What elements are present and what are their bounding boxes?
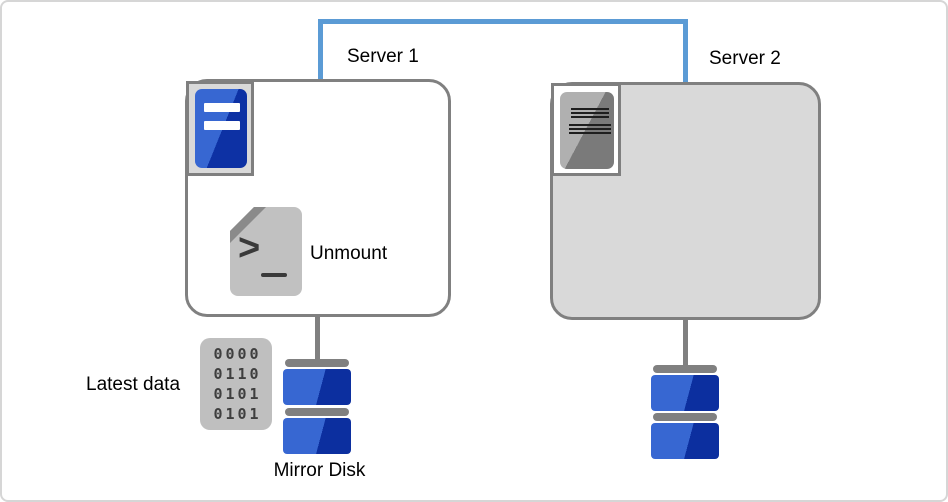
server-link-line-horizontal — [318, 19, 688, 24]
server-vent-icon — [571, 108, 609, 118]
script-file-icon: > — [230, 207, 302, 296]
server1-disk-connector — [315, 315, 320, 361]
server-link-line-left-leg — [318, 19, 323, 80]
binary-data-icon: 0000 0110 0101 0101 — [200, 338, 272, 430]
disk-cap-icon — [653, 413, 717, 421]
server-slot-icon — [204, 103, 240, 112]
server-slot-icon — [204, 121, 240, 130]
disk-icon — [651, 375, 719, 411]
latest-data-label: Latest data — [86, 374, 181, 395]
unmount-label: Unmount — [310, 243, 388, 264]
binary-row: 0000 — [213, 345, 262, 363]
cursor-underscore-icon — [261, 273, 287, 277]
disk-icon — [283, 418, 351, 454]
server-chassis-icon — [560, 92, 614, 169]
binary-row: 0110 — [213, 365, 262, 383]
server-chassis-icon — [195, 89, 247, 168]
binary-row: 0101 — [213, 405, 262, 423]
server2-disk-connector — [683, 318, 688, 367]
disk-cap-icon — [653, 365, 717, 373]
mirror-disk-label: Mirror Disk — [273, 460, 366, 481]
server1-title: Server 1 — [347, 46, 419, 67]
binary-row: 0101 — [213, 385, 262, 403]
server-link-line-right-leg — [683, 19, 688, 83]
disk-icon — [651, 423, 719, 459]
disk-cap-icon — [285, 408, 349, 416]
disk-cap-icon — [285, 359, 349, 367]
server2-tower-icon — [551, 83, 621, 176]
terminal-prompt-icon: > — [238, 227, 261, 269]
server2-title: Server 2 — [709, 48, 781, 69]
server-vent-icon — [569, 124, 611, 134]
disk-icon — [283, 369, 351, 405]
server1-tower-icon — [186, 81, 254, 176]
